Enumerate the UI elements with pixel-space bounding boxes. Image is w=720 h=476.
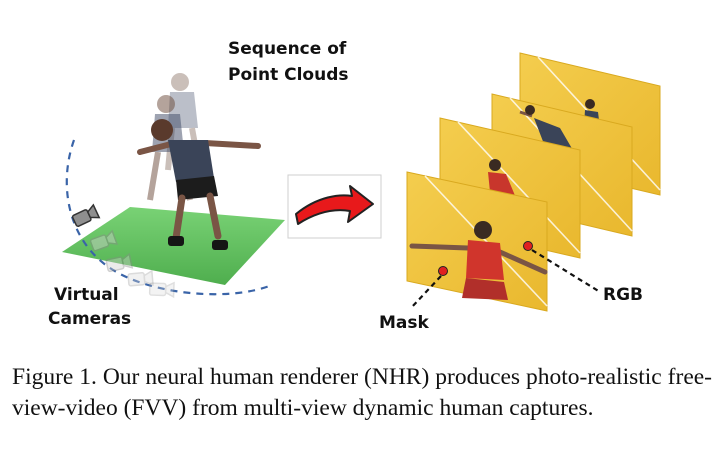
label-virtual: Virtual — [54, 285, 119, 305]
figure-caption: Figure 1. Our neural human renderer (NHR… — [12, 363, 712, 421]
camera-icon — [71, 203, 101, 227]
label-cameras: Cameras — [48, 309, 131, 329]
mask-pointer — [410, 275, 442, 309]
rgb-pointer — [531, 249, 601, 293]
label-mask: Mask — [379, 313, 430, 333]
camera-ghost-icon — [148, 281, 175, 299]
arrow-right-icon — [287, 174, 382, 239]
rendered-frame-front — [406, 171, 548, 312]
rendered-frames-stack: Mask RGB — [379, 52, 661, 333]
label-rgb: RGB — [603, 285, 643, 305]
label-sequence-line1: Sequence of — [228, 39, 347, 59]
virtual-camera-path — [65, 139, 273, 296]
mask-marker — [438, 266, 448, 276]
camera-ghost-icon — [127, 269, 154, 287]
rgb-marker — [523, 241, 533, 251]
point-cloud-person — [137, 119, 261, 250]
point-cloud-scene: Sequence of Point Clouds Virtual Cameras — [48, 39, 349, 329]
camera-ghost-icon — [89, 229, 119, 252]
camera-ghost-icon — [105, 252, 134, 273]
label-sequence-line2: Point Clouds — [228, 65, 349, 85]
figure-illustration: Sequence of Point Clouds Virtual Cameras — [48, 39, 661, 333]
